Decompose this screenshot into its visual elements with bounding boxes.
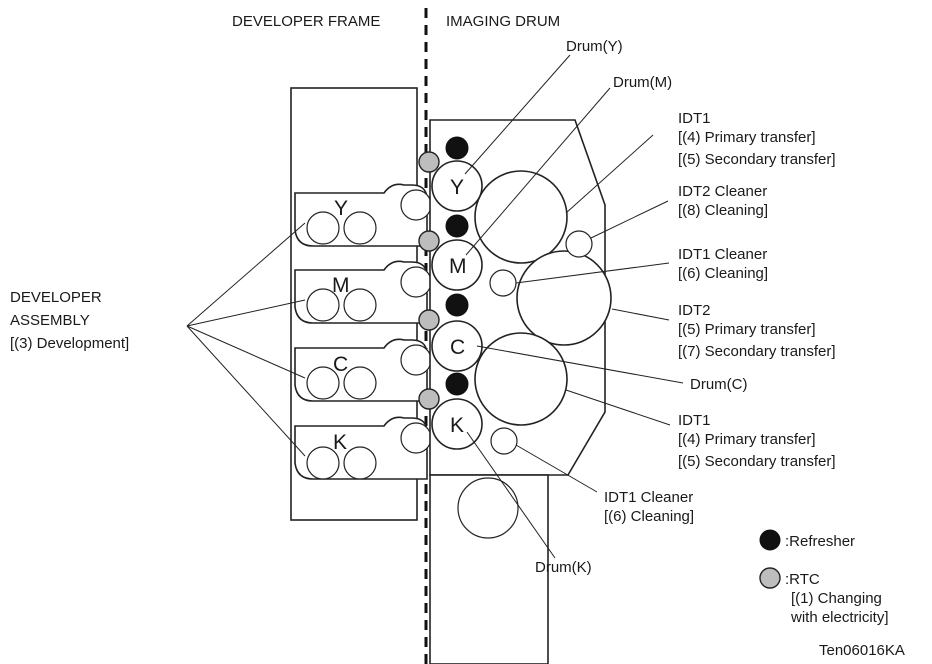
refresher-k — [445, 372, 469, 396]
idt1-cleaner-lower-roll — [490, 427, 518, 455]
figure-id: Ten06016KA — [819, 642, 905, 659]
legend-rtc-label-1: :RTC — [785, 571, 820, 588]
drum-y: Y — [431, 160, 483, 212]
legend-rtc-label-3: with electricity] — [790, 609, 889, 626]
legend-rtc-swatch — [759, 567, 781, 589]
idt1-cleaner-upper-roll — [489, 269, 517, 297]
callout-idt1-cleaner-top-1: IDT1 Cleaner — [678, 246, 767, 263]
callout-idt2-cleaner-2: [(8) Cleaning] — [678, 202, 768, 219]
developer-assembly-label-3: [(3) Development] — [10, 335, 129, 352]
callout-leaders — [464, 54, 684, 559]
drum-k: K — [431, 398, 483, 450]
callout-idt1-bottom-3: [(5) Secondary transfer] — [678, 453, 836, 470]
callout-idt2-cleaner-1: IDT2 Cleaner — [678, 183, 767, 200]
callout-drum-k: Drum(K) — [535, 559, 592, 576]
developer-unit-y: Y — [294, 183, 432, 247]
callout-idt1-cleaner-top-2: [(6) Cleaning] — [678, 265, 768, 282]
drum-c: C — [431, 320, 483, 372]
developer-assembly-leaders — [186, 222, 306, 457]
callout-idt1-top-1: IDT1 — [678, 110, 711, 127]
drum-label-k: K — [450, 414, 464, 437]
developer-frame-header: DEVELOPER FRAME — [232, 13, 380, 30]
callout-drum-y: Drum(Y) — [566, 38, 623, 55]
unit-label-c: C — [333, 353, 348, 376]
developer-unit-k: K — [294, 416, 432, 480]
developer-unit-m: M — [294, 260, 432, 324]
drum-label-m: M — [449, 255, 467, 278]
unit-label-k: K — [333, 431, 347, 454]
callout-idt1-bottom-1: IDT1 — [678, 412, 711, 429]
legend-refresher-swatch — [759, 529, 781, 551]
callout-idt1-cleaner-bottom-1: IDT1 Cleaner — [604, 489, 693, 506]
callout-idt1-bottom-2: [(4) Primary transfer] — [678, 431, 816, 448]
idt2-roll — [516, 250, 612, 346]
unit-label-m: M — [332, 274, 350, 297]
refresher-y — [445, 136, 469, 160]
developer-assembly-label-1: DEVELOPER — [10, 289, 102, 306]
rtc-c — [418, 309, 440, 331]
developer-unit-c: C — [294, 338, 432, 402]
callout-idt1-top-2: [(4) Primary transfer] — [678, 129, 816, 146]
callout-idt2-3: [(7) Secondary transfer] — [678, 343, 836, 360]
callout-drum-c: Drum(C) — [690, 376, 748, 393]
legend-rtc-label-2: [(1) Changing — [791, 590, 882, 607]
callout-idt1-cleaner-bottom-2: [(6) Cleaning] — [604, 508, 694, 525]
refresher-m — [445, 214, 469, 238]
callout-idt1-top-3: [(5) Secondary transfer] — [678, 151, 836, 168]
idt1-upper-roll — [474, 170, 568, 264]
drum-m: M — [431, 239, 483, 291]
refresher-c — [445, 293, 469, 317]
drum-label-y: Y — [450, 176, 464, 199]
rtc-y — [418, 151, 440, 173]
developer-assembly-label-2: ASSEMBLY — [10, 312, 90, 329]
drum-label-c: C — [450, 336, 465, 359]
rtc-k — [418, 388, 440, 410]
idt2-cleaner-roll — [565, 230, 593, 258]
callout-idt2-2: [(5) Primary transfer] — [678, 321, 816, 338]
lower-roller — [457, 477, 519, 539]
imaging-drum-header: IMAGING DRUM — [446, 13, 560, 30]
idt1-lower-roll — [474, 332, 568, 426]
legend-refresher-label: :Refresher — [785, 533, 855, 550]
callout-drum-m: Drum(M) — [613, 74, 672, 91]
unit-label-y: Y — [334, 197, 348, 220]
rtc-m — [418, 230, 440, 252]
callout-idt2-1: IDT2 — [678, 302, 711, 319]
legend: :Refresher :RTC [(1) Changing with elect… — [759, 529, 889, 626]
